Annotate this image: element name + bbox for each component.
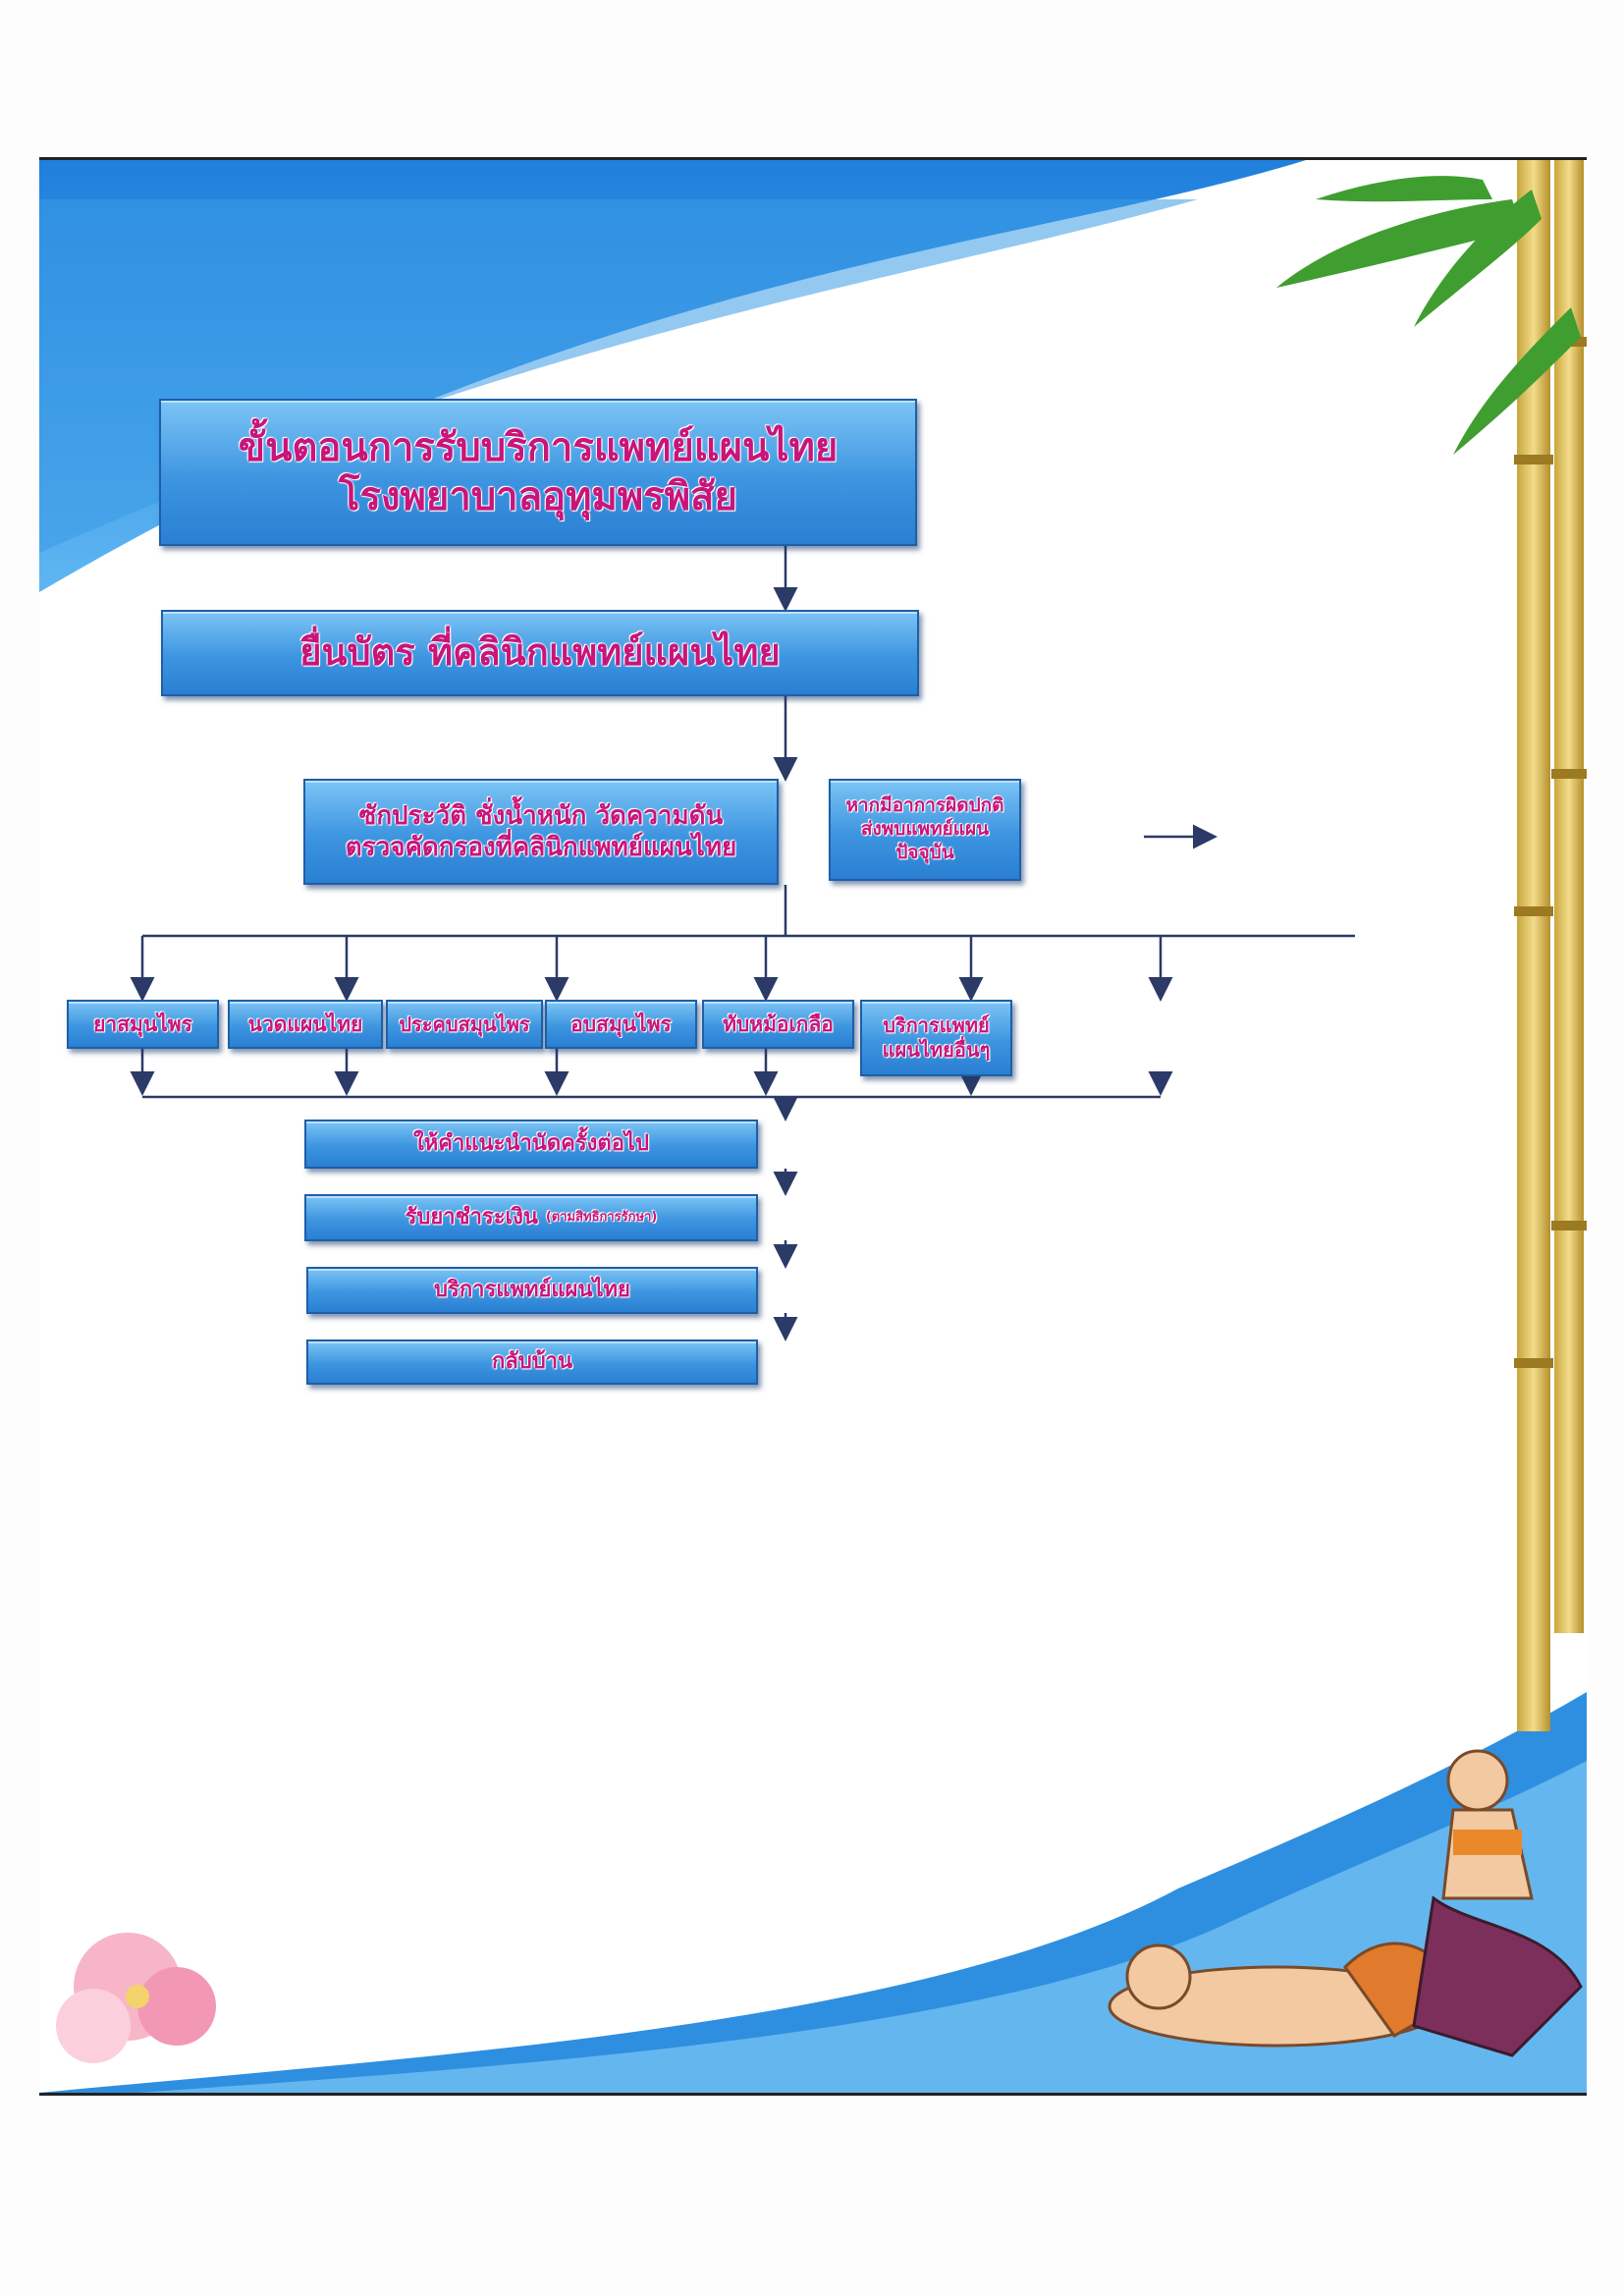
bamboo-leaves — [1276, 176, 1581, 455]
flowchart-poster: ขั้นตอนการรับบริการแพทย์แผนไทย โรงพยาบาล… — [39, 157, 1587, 2096]
service-label: ประคบสมุนไพร — [399, 1011, 530, 1036]
background-wave-inner — [39, 199, 1198, 553]
service-label-2: แผนไทยอื่นๆ — [882, 1038, 991, 1062]
referral-line-3: ปัจจุบัน — [895, 841, 954, 863]
service-label: ทับหม้อเกลือ — [723, 1011, 834, 1036]
step-pay-box: รับยาชำระเงิน (ตามสิทธิการรักษา) — [304, 1194, 758, 1241]
step-screening-line-1: ซักประวัติ ชั่งน้ำหนัก วัดความดัน — [358, 800, 724, 831]
step-register-box: ยื่นบัตร ที่คลินิกแพทย์แผนไทย — [161, 610, 919, 696]
title-line-2: โรงพยาบาลอุทุมพรพิสัย — [339, 474, 737, 519]
step-advice-box: ให้คำแนะนำนัดครั้งต่อไป — [304, 1120, 758, 1169]
referral-line-1: หากมีอาการผิดปกติ — [845, 794, 1004, 817]
step-home-box: กลับบ้าน — [306, 1339, 758, 1385]
title-line-1: ขั้นตอนการรับบริการแพทย์แผนไทย — [238, 425, 839, 470]
bamboo-stalks — [1514, 160, 1587, 1731]
step-home-label: กลับบ้าน — [491, 1349, 573, 1375]
step-pay-label: รับยาชำระเงิน — [405, 1205, 538, 1230]
step-screening-line-2: ตรวจคัดกรองที่คลินิกแพทย์แผนไทย — [345, 833, 737, 862]
service-herbal-compress-box: ประคบสมุนไพร — [386, 1000, 543, 1049]
flow-connectors — [130, 545, 1355, 1341]
step-screening-box: ซักประวัติ ชั่งน้ำหนัก วัดความดัน ตรวจคั… — [303, 779, 779, 885]
service-herbal-medicine-box: ยาสมุนไพร — [67, 1000, 219, 1049]
step-pay-note: (ตามสิทธิการรักษา) — [545, 1209, 658, 1225]
service-label: นวดแผนไทย — [247, 1011, 363, 1036]
step-register-label: ยื่นบัตร ที่คลินิกแพทย์แผนไทย — [299, 630, 781, 675]
step-advice-label: ให้คำแนะนำนัดครั้งต่อไป — [413, 1131, 649, 1157]
service-label: บริการแพทย์ — [883, 1013, 990, 1037]
poster-background — [39, 160, 1587, 2093]
service-thai-massage-box: นวดแผนไทย — [228, 1000, 383, 1049]
thai-massage-illustration-icon — [1108, 1749, 1583, 2057]
service-herbal-steam-box: อบสมุนไพร — [545, 1000, 697, 1049]
service-salt-pot-box: ทับหม้อเกลือ — [702, 1000, 854, 1049]
lotus-flower-icon — [56, 1933, 216, 2063]
service-label: ยาสมุนไพร — [93, 1011, 192, 1036]
service-other-thai-medicine-box: บริการแพทย์ แผนไทยอื่นๆ — [860, 1000, 1012, 1076]
referral-box: หากมีอาการผิดปกติ ส่งพบแพทย์แผน ปัจจุบัน — [829, 779, 1021, 881]
referral-line-2: ส่งพบแพทย์แผน — [860, 818, 990, 841]
step-service-label: บริการแพทย์แผนไทย — [434, 1278, 630, 1303]
step-service-box: บริการแพทย์แผนไทย — [306, 1267, 758, 1314]
service-label: อบสมุนไพร — [570, 1011, 672, 1036]
title-box: ขั้นตอนการรับบริการแพทย์แผนไทย โรงพยาบาล… — [159, 399, 917, 546]
